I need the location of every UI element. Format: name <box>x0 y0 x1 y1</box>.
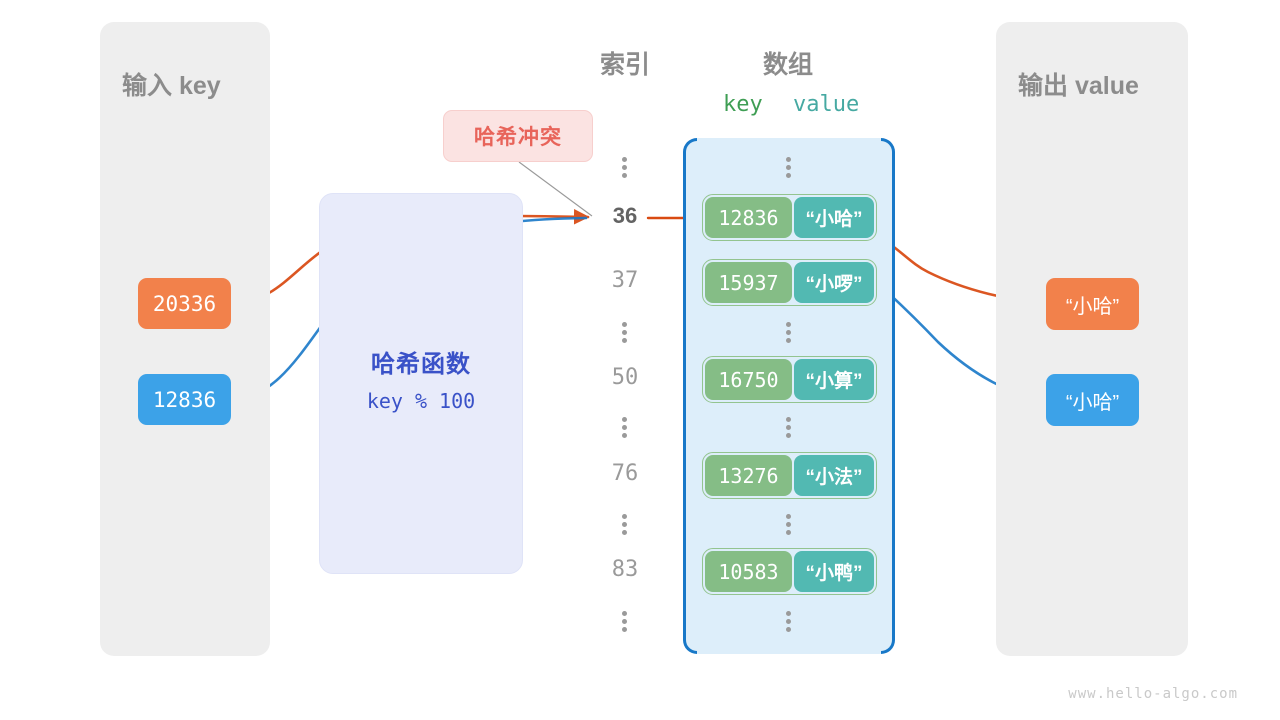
entry-key-cell: 15937 <box>705 262 792 303</box>
input-panel: 输入 key <box>100 22 270 656</box>
index-ellipsis <box>622 611 627 632</box>
index-label-37: 37 <box>611 268 639 293</box>
entry-value-cell: “小算” <box>794 359 874 400</box>
hash-function-box: 哈希函数 key % 100 <box>319 193 523 574</box>
index-label-50: 50 <box>611 365 639 390</box>
array-entry: 13276“小法” <box>702 452 877 499</box>
key-sublabel: key <box>723 92 763 117</box>
array-entry: 10583“小鸭” <box>702 548 877 595</box>
entry-key-cell: 10583 <box>705 551 792 592</box>
output-value-chip: “小哈” <box>1046 374 1139 426</box>
input-panel-title: 输入 key <box>122 72 221 100</box>
entry-value-cell: “小啰” <box>794 262 874 303</box>
array-ellipsis <box>786 157 791 178</box>
output-value-chip: “小哈” <box>1046 278 1139 330</box>
entry-value-cell: “小法” <box>794 455 874 496</box>
array-ellipsis <box>786 611 791 632</box>
index-column-header: 索引 <box>599 51 650 79</box>
input-key-chip: 20336 <box>138 278 231 329</box>
entry-key-cell: 16750 <box>705 359 792 400</box>
hash-collision-label: 哈希冲突 <box>443 110 593 162</box>
array-entry: 12836“小哈” <box>702 194 877 241</box>
index-label-83: 83 <box>611 557 639 582</box>
watermark: www.hello-algo.com <box>1068 686 1238 702</box>
entry-key-cell: 13276 <box>705 455 792 496</box>
index-label-76: 76 <box>611 461 639 486</box>
index-label-36: 36 <box>612 203 638 228</box>
value-sublabel: value <box>793 92 860 117</box>
array-ellipsis <box>786 322 791 343</box>
array-entry: 15937“小啰” <box>702 259 877 306</box>
array-bracket-left <box>683 138 697 654</box>
entry-key-cell: 12836 <box>705 197 792 238</box>
array-ellipsis <box>786 417 791 438</box>
output-panel: 输出 value <box>996 22 1188 656</box>
index-ellipsis <box>622 417 627 438</box>
array-ellipsis <box>786 514 791 535</box>
entry-value-cell: “小哈” <box>794 197 874 238</box>
entry-value-cell: “小鸭” <box>794 551 874 592</box>
index-ellipsis <box>622 514 627 535</box>
output-panel-title: 输出 value <box>1018 72 1139 100</box>
index-ellipsis <box>622 322 627 343</box>
array-bracket-right <box>881 138 895 654</box>
hash-function-expression: key % 100 <box>366 389 476 413</box>
array-column-header: 数组 <box>762 51 813 79</box>
input-key-chip: 12836 <box>138 374 231 425</box>
hash-function-title: 哈希函数 <box>371 351 471 378</box>
index-ellipsis <box>622 157 627 178</box>
array-entry: 16750“小算” <box>702 356 877 403</box>
